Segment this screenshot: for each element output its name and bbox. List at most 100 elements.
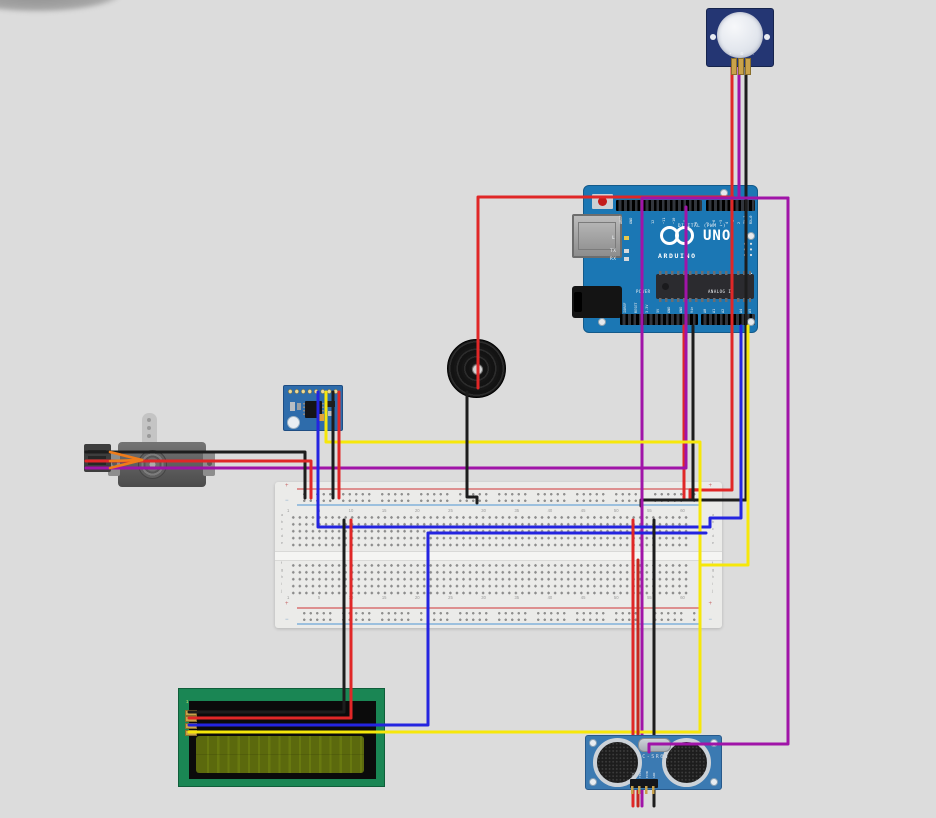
pir-motion-sensor[interactable]: + D - (706, 8, 774, 75)
rail-holes[interactable] (301, 610, 697, 623)
row-letter: g (281, 568, 283, 573)
column-number: 40 (547, 595, 553, 600)
mounting-hole (589, 778, 597, 786)
terminal-grid-bottom[interactable] (290, 562, 688, 595)
rail-line-negative (297, 504, 701, 506)
column-number: 45 (580, 595, 586, 600)
column-number: 50 (613, 508, 619, 513)
analog-section-label: ANALOG IN (708, 289, 735, 294)
rx-label: RX (610, 257, 617, 262)
rail-holes[interactable] (301, 491, 697, 504)
column-number: 55 (647, 508, 652, 513)
wire-servo-signal[interactable] (84, 205, 688, 470)
plus-sign: + (708, 483, 712, 489)
wire-purple-right-drop[interactable] (647, 196, 790, 754)
rail-line-positive (297, 607, 701, 609)
column-number: 25 (448, 595, 453, 600)
column-number: 40 (547, 508, 553, 513)
row-letter: c (281, 527, 283, 532)
servo-cable-crimp (108, 450, 144, 470)
row-letter: h (281, 575, 283, 580)
tx-led (624, 249, 629, 253)
minus-sign: − (708, 617, 712, 623)
servo-mount-tab (108, 452, 120, 476)
wire-lcd-sda[interactable] (187, 531, 708, 727)
row-letter: a (712, 513, 714, 517)
wire-analog-a5-scl[interactable] (698, 324, 750, 567)
minus-sign: − (285, 617, 289, 623)
capacitor (297, 403, 301, 410)
wire-pir-vcc[interactable] (688, 61, 734, 501)
capacitor (328, 411, 334, 416)
plus-sign: + (285, 483, 289, 489)
atmega-chip (656, 271, 754, 302)
wire-servo-power[interactable] (84, 459, 313, 500)
column-number: 1 (287, 508, 290, 513)
digital-header-left[interactable] (616, 200, 702, 211)
ultrasonic-pins (631, 786, 659, 794)
column-number: 50 (613, 595, 619, 600)
capacitor (290, 402, 295, 411)
ultrasonic-pin-header[interactable] (630, 779, 658, 788)
column-number: 30 (481, 595, 486, 600)
rail-line-negative (297, 623, 701, 625)
column-number: 60 (680, 508, 685, 513)
row-letter: j (281, 589, 282, 594)
column-number: 10 (348, 508, 354, 513)
wire-mpu-sda[interactable] (316, 324, 743, 529)
l-led (624, 236, 629, 240)
mounting-hole (287, 416, 300, 429)
minus-sign: − (285, 498, 289, 504)
mounting-hole (710, 778, 718, 786)
arduino-brand-text: ARDUINO (658, 252, 697, 260)
column-number: 35 (514, 595, 520, 600)
column-number: 55 (647, 595, 652, 600)
row-letter: d (281, 534, 283, 539)
pir-pin[interactable] (745, 58, 751, 75)
wire-lcd-vcc[interactable] (187, 518, 353, 720)
row-letter: e (281, 541, 283, 546)
mounting-hole (710, 34, 716, 40)
digital-section-label: DIGITAL (PWM ~) (677, 224, 727, 229)
wire-buzzer-gnd[interactable] (465, 390, 479, 505)
analog-header[interactable] (701, 314, 755, 325)
pir-pin-label: - (752, 51, 754, 56)
pir-pin-label: + (729, 51, 732, 56)
column-number: 20 (414, 508, 420, 513)
component (326, 401, 335, 407)
power-header[interactable] (620, 314, 698, 325)
rail-line-positive (297, 488, 701, 490)
plus-sign: + (285, 601, 289, 607)
column-number: 35 (514, 508, 520, 513)
row-letter: b (712, 520, 714, 525)
ultrasonic-transducer (593, 738, 642, 787)
component (317, 414, 324, 421)
wire-lcd-gnd[interactable] (187, 518, 346, 714)
servo-hub (138, 450, 167, 479)
column-number: 30 (481, 508, 486, 513)
uno-text: UNO (703, 228, 732, 244)
wire-mpu-scl[interactable] (187, 390, 702, 734)
column-number: 1 (287, 595, 290, 600)
pir-pin[interactable] (738, 58, 744, 75)
sensor-model-label: HC-SR04 (637, 754, 670, 760)
terminal-grid-top[interactable] (290, 514, 688, 547)
servo-mount-tab (203, 452, 215, 476)
pir-pin[interactable] (731, 58, 737, 75)
usb-connector (572, 214, 622, 258)
column-number: 20 (414, 595, 420, 600)
mounting-hole (764, 34, 770, 40)
module-pin-row[interactable] (287, 388, 339, 395)
mounting-hole (598, 318, 606, 326)
wire-servo-gnd[interactable] (84, 450, 307, 500)
pir-pin-label: D (740, 51, 744, 56)
row-letter: j (712, 589, 713, 594)
power-jack (572, 286, 622, 318)
column-number: 25 (448, 508, 453, 513)
